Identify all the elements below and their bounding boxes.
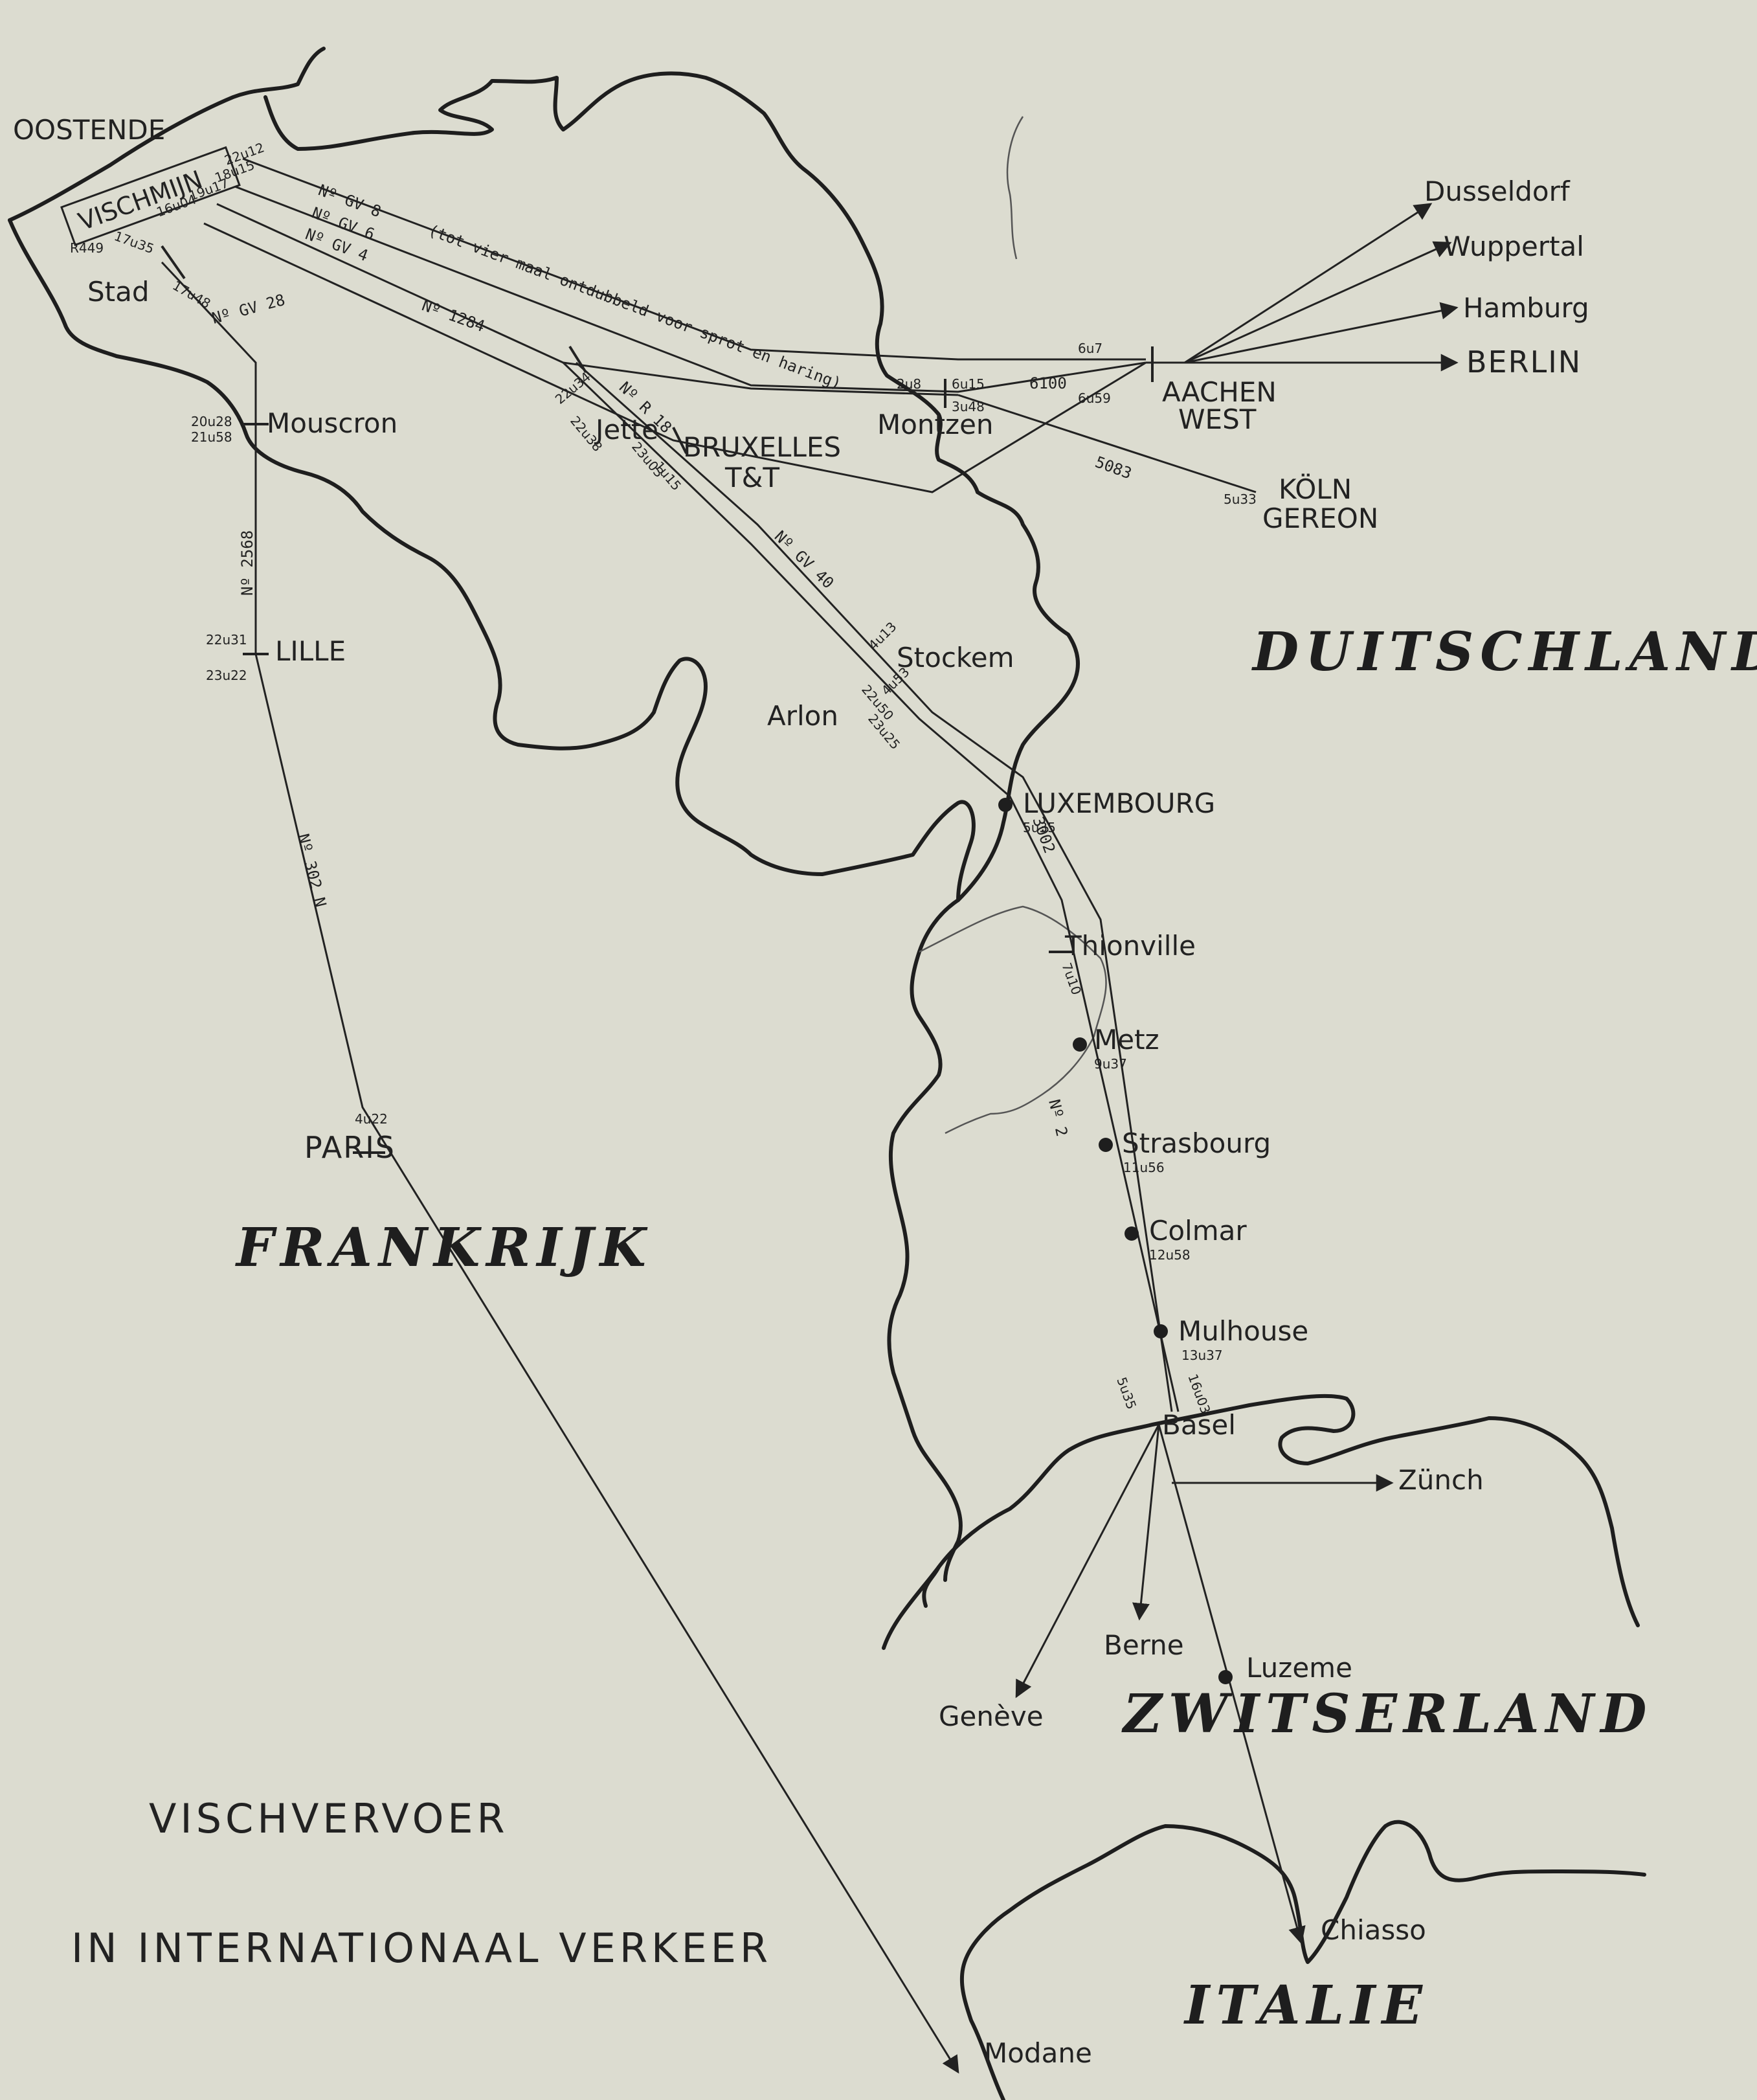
metz-label: Metz (1094, 1024, 1159, 1056)
country-duitschland: DUITSCHLAND (1251, 621, 1757, 683)
svg-text:3u48: 3u48 (952, 399, 985, 414)
route-6100-label: 6100 (1029, 374, 1067, 392)
svg-text:6u59: 6u59 (1078, 390, 1111, 406)
thionville-label: Thionville (1064, 930, 1196, 962)
basel-label: Basel (1162, 1409, 1236, 1441)
stockem-label: Stockem (897, 642, 1014, 673)
route-gv28-label: Nº GV 28 (210, 291, 287, 328)
wuppertal-label: Wuppertal (1444, 231, 1584, 262)
route-gv8-note: (tot vier maal ontdubbeld voor sprot en … (426, 221, 844, 392)
svg-text:17u48: 17u48 (170, 278, 214, 312)
svg-text:6u7: 6u7 (1078, 341, 1102, 356)
luxembourg-label: LUXEMBOURG (1023, 787, 1215, 819)
italian-border (959, 1820, 1646, 2100)
koln-sub-label: GEREON (1262, 502, 1378, 534)
modane-label: Modane (984, 2037, 1092, 2069)
coastline-north (8, 47, 326, 222)
strasbourg-label: Strasbourg (1122, 1127, 1271, 1159)
stad-label: Stad (87, 276, 150, 308)
belgian-border-south (911, 1429, 963, 1582)
country-italie: ITALIE (1183, 1974, 1429, 2037)
luxembourg-border (919, 905, 1107, 1135)
paris-label: PARIS (304, 1130, 396, 1165)
aachen-label: AACHEN (1162, 376, 1277, 408)
route-5083-label: 5083 (1093, 453, 1134, 482)
station-markers (161, 245, 1233, 1684)
jette-label: Jette (594, 414, 658, 446)
french-belgian-border (8, 218, 976, 902)
svg-text:5u35: 5u35 (1023, 820, 1056, 835)
map-title-line2: IN INTERNATIONAAL VERKEER (71, 1925, 772, 1972)
svg-text:6u15: 6u15 (952, 376, 985, 392)
dusseldorf-label: Dusseldorf (1424, 175, 1571, 207)
luzerne-label: Luzeme (1246, 1652, 1352, 1684)
svg-text:22u31: 22u31 (206, 632, 247, 648)
bruxelles-label: BRUXELLES (683, 431, 841, 463)
country-zwitserland: ZWITSERLAND (1121, 1683, 1653, 1745)
route-302n-label: Nº 302 N (294, 832, 330, 909)
svg-text:17u35: 17u35 (112, 228, 156, 256)
mulhouse-label: Mulhouse (1178, 1315, 1308, 1347)
svg-text:21u58: 21u58 (191, 429, 232, 445)
route-1284-label: Nº 1284 (420, 296, 487, 335)
svg-text:5u35: 5u35 (1114, 1375, 1139, 1412)
svg-text:20u28: 20u28 (191, 414, 232, 429)
berne-label: Berne (1104, 1629, 1184, 1661)
arlon-label: Arlon (767, 700, 838, 732)
rhine-north (1006, 116, 1024, 260)
svg-text:2u8: 2u8 (897, 376, 921, 392)
zurich-label: Zünch (1398, 1464, 1484, 1496)
svg-text:9u37: 9u37 (1094, 1056, 1127, 1072)
svg-text:11u56: 11u56 (1123, 1160, 1165, 1175)
aachen-sub-label: WEST (1178, 403, 1257, 435)
svg-text:13u37: 13u37 (1181, 1348, 1223, 1363)
mouscron-label: Mouscron (267, 407, 397, 439)
berlin-label: BERLIN (1466, 344, 1582, 379)
chiasso-label: Chiasso (1321, 1914, 1426, 1946)
svg-text:5u33: 5u33 (1224, 491, 1257, 507)
hamburg-label: Hamburg (1463, 292, 1589, 324)
rhine-basel (922, 1565, 941, 1608)
montzen-label: Montzen (877, 409, 994, 440)
svg-text:7u10: 7u10 (1058, 961, 1084, 997)
route-2568-label: Nº 2568 (238, 530, 256, 596)
geneve-label: Genève (939, 1700, 1044, 1732)
svg-text:23u22: 23u22 (206, 668, 247, 683)
route-gv40-label: Nº GV 40 (771, 527, 838, 592)
country-frankrijk: FRANKRIJK (235, 1217, 653, 1279)
oostende-label: OOSTENDE (13, 114, 165, 146)
svg-text:4u13: 4u13 (866, 619, 900, 653)
lille-label: LILLE (275, 635, 346, 667)
bruxelles-sub-label: T&T (724, 462, 779, 493)
colmar-label: Colmar (1149, 1215, 1247, 1247)
scheldt-estuary (263, 76, 565, 151)
swiss-border (882, 1394, 1640, 1650)
route-2-label: Nº 2 (1045, 1098, 1071, 1138)
map-title-line1: VISCHVERVOER (149, 1795, 509, 1842)
svg-text:R449: R449 (70, 240, 104, 256)
belgian-border-east (887, 490, 1080, 1433)
svg-text:12u58: 12u58 (1149, 1247, 1191, 1263)
koln-label: KÖLN (1279, 473, 1352, 505)
dutch-belgian-border (561, 71, 979, 494)
svg-text:4u22: 4u22 (355, 1111, 388, 1127)
